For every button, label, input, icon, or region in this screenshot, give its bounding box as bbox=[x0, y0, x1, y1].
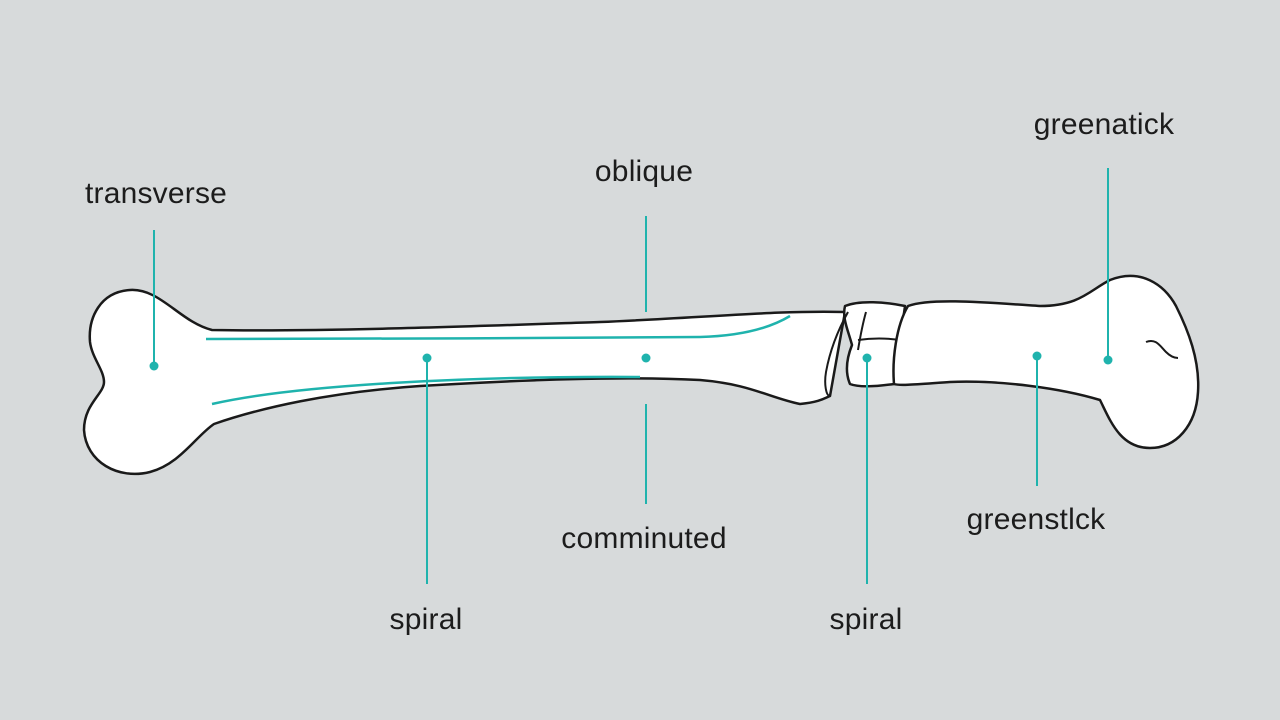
label-spiral-right: spiral bbox=[829, 603, 903, 636]
label-transverse: transverse bbox=[84, 177, 228, 210]
fragment-crack-line bbox=[824, 311, 849, 397]
bone-shaft-outline bbox=[82, 288, 847, 476]
upper-fracture-line bbox=[205, 314, 791, 341]
marker-spiral-right bbox=[862, 353, 872, 363]
bone-fragment-outline bbox=[843, 301, 907, 388]
label-greenstick-top: greenatick bbox=[1033, 108, 1175, 141]
marker-oblique-comminuted bbox=[641, 353, 651, 363]
fragment-inner-line-1 bbox=[857, 311, 867, 351]
marker-spiral-left bbox=[422, 353, 432, 363]
label-comminuted: comminuted bbox=[561, 522, 727, 555]
right-head-crack bbox=[1145, 340, 1179, 359]
label-greenstick-bottom: greenstlck bbox=[966, 503, 1106, 536]
bone-right-head-outline bbox=[892, 274, 1200, 450]
lower-fracture-line bbox=[211, 375, 641, 406]
marker-greenstick-bottom bbox=[1032, 351, 1042, 361]
label-oblique: oblique bbox=[594, 155, 694, 188]
marker-transverse bbox=[149, 361, 159, 371]
label-spiral-left: spiral bbox=[389, 603, 463, 636]
marker-greenstick-top bbox=[1103, 355, 1113, 365]
